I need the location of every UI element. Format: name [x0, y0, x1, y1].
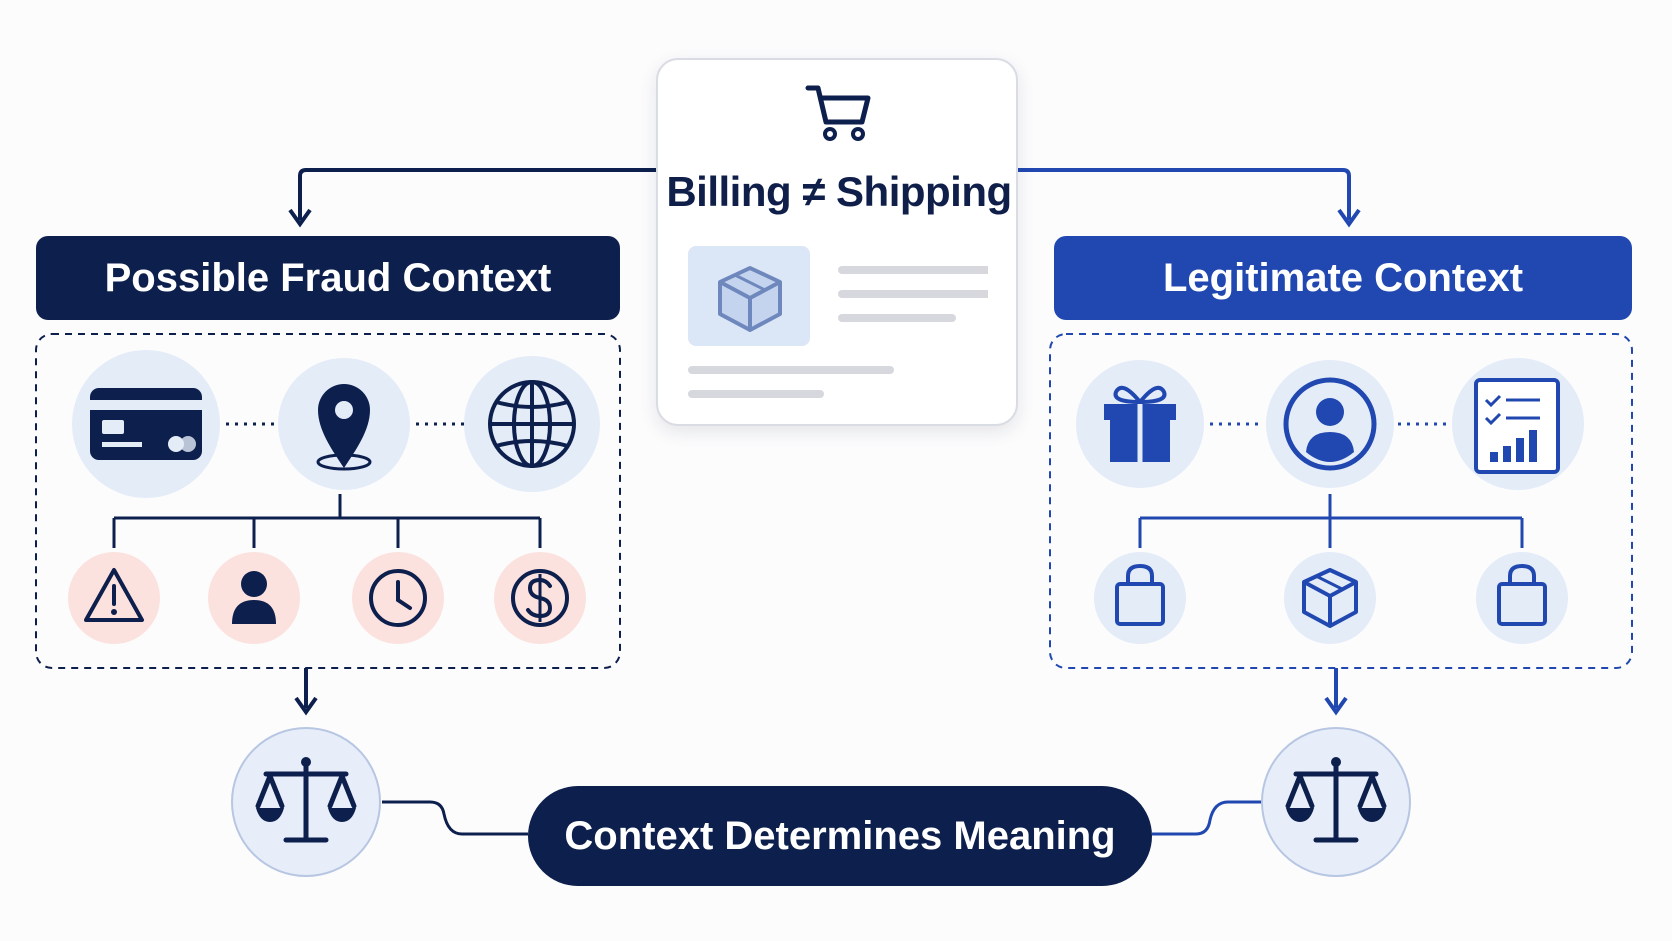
shopping-cart-icon — [805, 85, 871, 141]
legit-tree — [1138, 494, 1524, 548]
card-title: Billing ≠ Shipping — [666, 168, 1012, 215]
conclusion-pill: Context Determines Meaning — [528, 786, 1152, 886]
arrow-to-fraud — [298, 168, 656, 220]
user-icon — [208, 552, 300, 644]
shopping-bag-icon — [1094, 552, 1186, 644]
dollar-icon — [494, 552, 586, 644]
checklist-chart-icon — [1452, 358, 1584, 490]
arrow-head-fraud — [288, 208, 312, 228]
legit-context-header: Legitimate Context — [1054, 236, 1632, 320]
text-line — [688, 390, 824, 398]
warning-icon — [68, 552, 160, 644]
legit-dashed-panel — [1049, 333, 1633, 669]
scales-left — [231, 727, 381, 877]
fraud-tree — [112, 494, 542, 548]
text-line — [838, 314, 956, 322]
billing-shipping-card: Billing ≠ Shipping — [656, 58, 1018, 426]
pill-link-left — [382, 800, 528, 836]
gift-icon — [1076, 360, 1204, 488]
arrow-head-legit — [1337, 208, 1361, 228]
text-line — [688, 366, 894, 374]
clock-icon — [352, 552, 444, 644]
credit-card-icon — [72, 350, 220, 498]
scales-right — [1261, 727, 1411, 877]
shopping-bag-icon — [1476, 552, 1568, 644]
arrow-head-fraud-down — [294, 696, 318, 716]
arrow-head-legit-down — [1324, 696, 1348, 716]
package-box-icon — [1284, 552, 1376, 644]
fraud-context-header: Possible Fraud Context — [36, 236, 620, 320]
package-box-icon — [718, 266, 782, 332]
location-pin-icon — [278, 358, 410, 490]
user-profile-icon — [1266, 360, 1394, 488]
text-line — [838, 266, 988, 274]
arrow-to-legit — [1018, 168, 1351, 220]
globe-icon — [464, 356, 600, 492]
pill-link-right — [1152, 800, 1262, 836]
text-line — [838, 290, 988, 298]
card-details — [688, 246, 988, 398]
fraud-dashed-panel — [35, 333, 621, 669]
